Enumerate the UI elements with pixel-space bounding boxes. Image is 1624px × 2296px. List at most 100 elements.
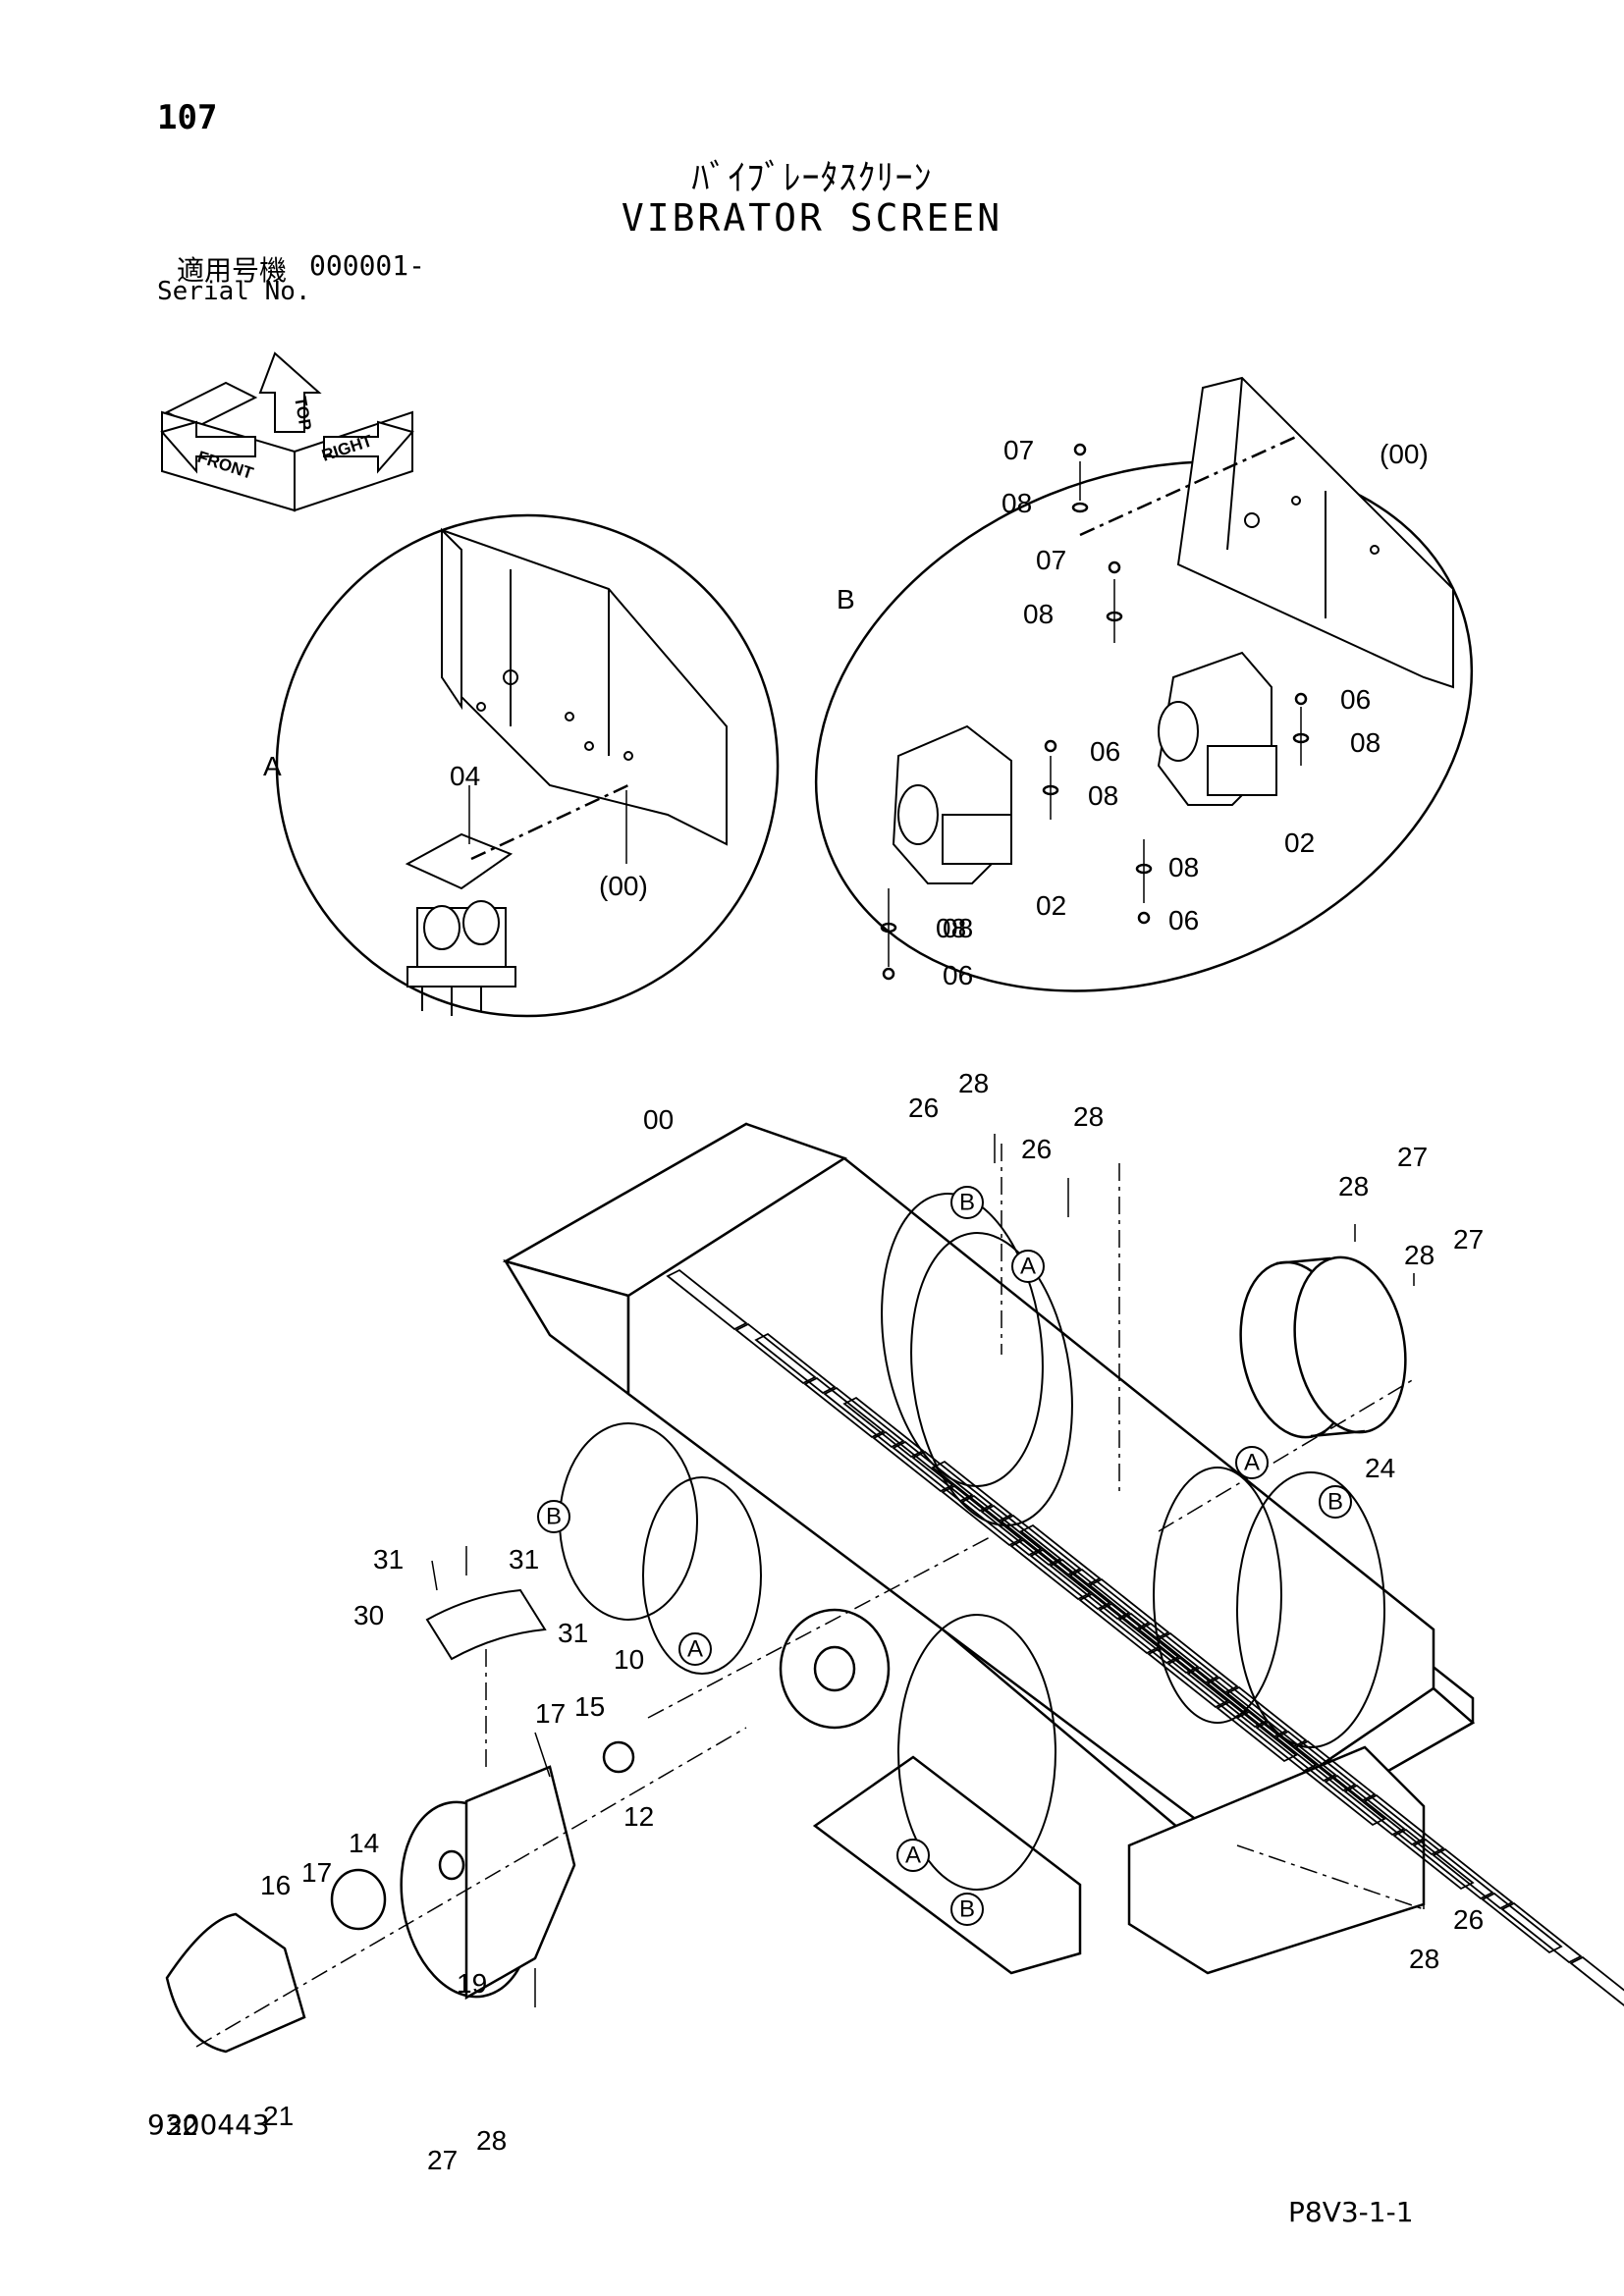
- callout-02: 02: [1284, 828, 1315, 858]
- callout-08: 08: [943, 913, 973, 943]
- screen-slot: [1569, 1955, 1624, 2007]
- callout-30: 30: [353, 1600, 384, 1630]
- screen-slot: [1363, 1793, 1445, 1856]
- callout-06: 06: [1090, 736, 1120, 767]
- callout-07: 07: [1003, 435, 1034, 465]
- isolator-pair-upper: [1157, 651, 1277, 806]
- callout-08: 08: [936, 913, 966, 943]
- circle-ref-a: A: [905, 1842, 921, 1869]
- circle-ref-b: B: [1327, 1489, 1343, 1516]
- page-code: P8V3-1-1: [1288, 2196, 1414, 2228]
- screen-slot: [1157, 1631, 1239, 1694]
- callout-22: 22: [167, 2110, 197, 2141]
- callout-27: 27: [1453, 1224, 1484, 1255]
- circle-refs: [537, 1186, 1352, 1926]
- callout-06: 06: [1168, 905, 1199, 935]
- detail-b-label: B: [837, 584, 855, 614]
- screen-slot: [1432, 1847, 1514, 1910]
- screen-slot: [1068, 1568, 1151, 1630]
- orientation-indicator: FRONT TOP RIGHT: [160, 351, 414, 512]
- callout-08: 08: [1001, 488, 1032, 518]
- callout-00: (00): [1380, 439, 1429, 469]
- callout-17: 17: [301, 1857, 332, 1888]
- screen-slot: [1225, 1685, 1308, 1748]
- isolator-pair-lower: [892, 724, 1012, 884]
- callout-08: 08: [1023, 599, 1054, 629]
- screen-slot: [803, 1376, 886, 1439]
- vibrator-motor-a: [405, 832, 516, 1016]
- circle-ref-a: A: [687, 1636, 703, 1663]
- guard-ring: [1239, 1255, 1407, 1439]
- callout-08: 08: [1088, 780, 1118, 811]
- callout-12: 12: [623, 1801, 654, 1832]
- callout-07: 07: [1036, 545, 1066, 575]
- screen-slot: [980, 1504, 1062, 1567]
- screen-slot: [1343, 1784, 1426, 1846]
- serial-value: 000001-: [309, 249, 426, 282]
- callout-27: 27: [1397, 1142, 1428, 1172]
- callout-06: 06: [943, 960, 973, 990]
- callout-31: 31: [373, 1544, 404, 1575]
- screen-slot: [892, 1440, 974, 1503]
- callout-16: 16: [260, 1870, 291, 1900]
- serial-label-english: Serial No.: [157, 277, 311, 306]
- screen-slot: [1412, 1838, 1494, 1900]
- callout-26: 26: [1453, 1904, 1484, 1935]
- callout-08: 08: [1168, 852, 1199, 882]
- screen-frame: [502, 1122, 1476, 1975]
- title-english: VIBRATOR SCREEN: [621, 196, 1003, 240]
- callout-27: 27: [427, 2145, 458, 2175]
- screen-slot: [754, 1332, 837, 1395]
- drawing-number: 9300443: [147, 2109, 270, 2141]
- callout-24: 24: [1365, 1453, 1395, 1483]
- screen-slot: [666, 1268, 748, 1331]
- callout-08: 08: [1350, 727, 1380, 758]
- callout-31: 31: [509, 1544, 539, 1575]
- right-arrow-icon: [323, 420, 414, 474]
- callout-28: 28: [958, 1068, 989, 1098]
- circle-ref-a: A: [1020, 1254, 1036, 1280]
- screen-slot: [1019, 1523, 1102, 1586]
- callout-04: 04: [450, 761, 480, 791]
- screen-slot: [1481, 1892, 1563, 1954]
- callout-00: (00): [599, 871, 648, 901]
- screen-slot: [1088, 1577, 1170, 1640]
- callout-21: 21: [263, 2101, 294, 2131]
- callout-06: 06: [1340, 684, 1371, 715]
- title-japanese: ﾊﾞｲﾌﾞﾚｰﾀｽｸﾘｰﾝ: [691, 158, 933, 198]
- callout-19: 19: [457, 1968, 487, 1999]
- callout-10: 10: [614, 1644, 644, 1675]
- circle-ref-b: B: [546, 1504, 562, 1530]
- screen-slot: [931, 1460, 1013, 1522]
- circle-ref-b: B: [959, 1190, 975, 1216]
- callout-28: 28: [1073, 1101, 1104, 1132]
- callout-31: 31: [558, 1618, 588, 1648]
- screen-slot: [1500, 1901, 1583, 1964]
- callout-26: 26: [908, 1093, 939, 1123]
- screen-slot: [911, 1450, 994, 1513]
- page-number: 107: [157, 98, 218, 137]
- callout-02: 02: [1036, 890, 1066, 921]
- belt-cover: [165, 1740, 635, 2054]
- callout-28: 28: [476, 2125, 507, 2156]
- serial-label-japanese: 適用号機: [177, 254, 288, 287]
- screen-slot: [1206, 1676, 1288, 1738]
- screen-slot: [734, 1322, 817, 1385]
- circle-ref-a: A: [1244, 1450, 1260, 1476]
- shim-plate: [425, 1588, 547, 1661]
- top-arrow-icon: [258, 351, 322, 433]
- callout-28: 28: [1338, 1171, 1369, 1201]
- screen-slot: [1274, 1730, 1357, 1792]
- callout-26: 26: [1021, 1134, 1052, 1164]
- screen-slot: [1137, 1622, 1219, 1684]
- callout-28: 28: [1404, 1240, 1435, 1270]
- callout-15: 15: [574, 1691, 605, 1722]
- callout-17: 17: [535, 1698, 566, 1729]
- circle-ref-b: B: [959, 1896, 975, 1923]
- screen-slot: [823, 1386, 905, 1449]
- detail-a-label: A: [263, 751, 282, 781]
- detail-a: [275, 513, 780, 1018]
- callout-14: 14: [349, 1828, 379, 1858]
- screen-slot: [1294, 1739, 1377, 1802]
